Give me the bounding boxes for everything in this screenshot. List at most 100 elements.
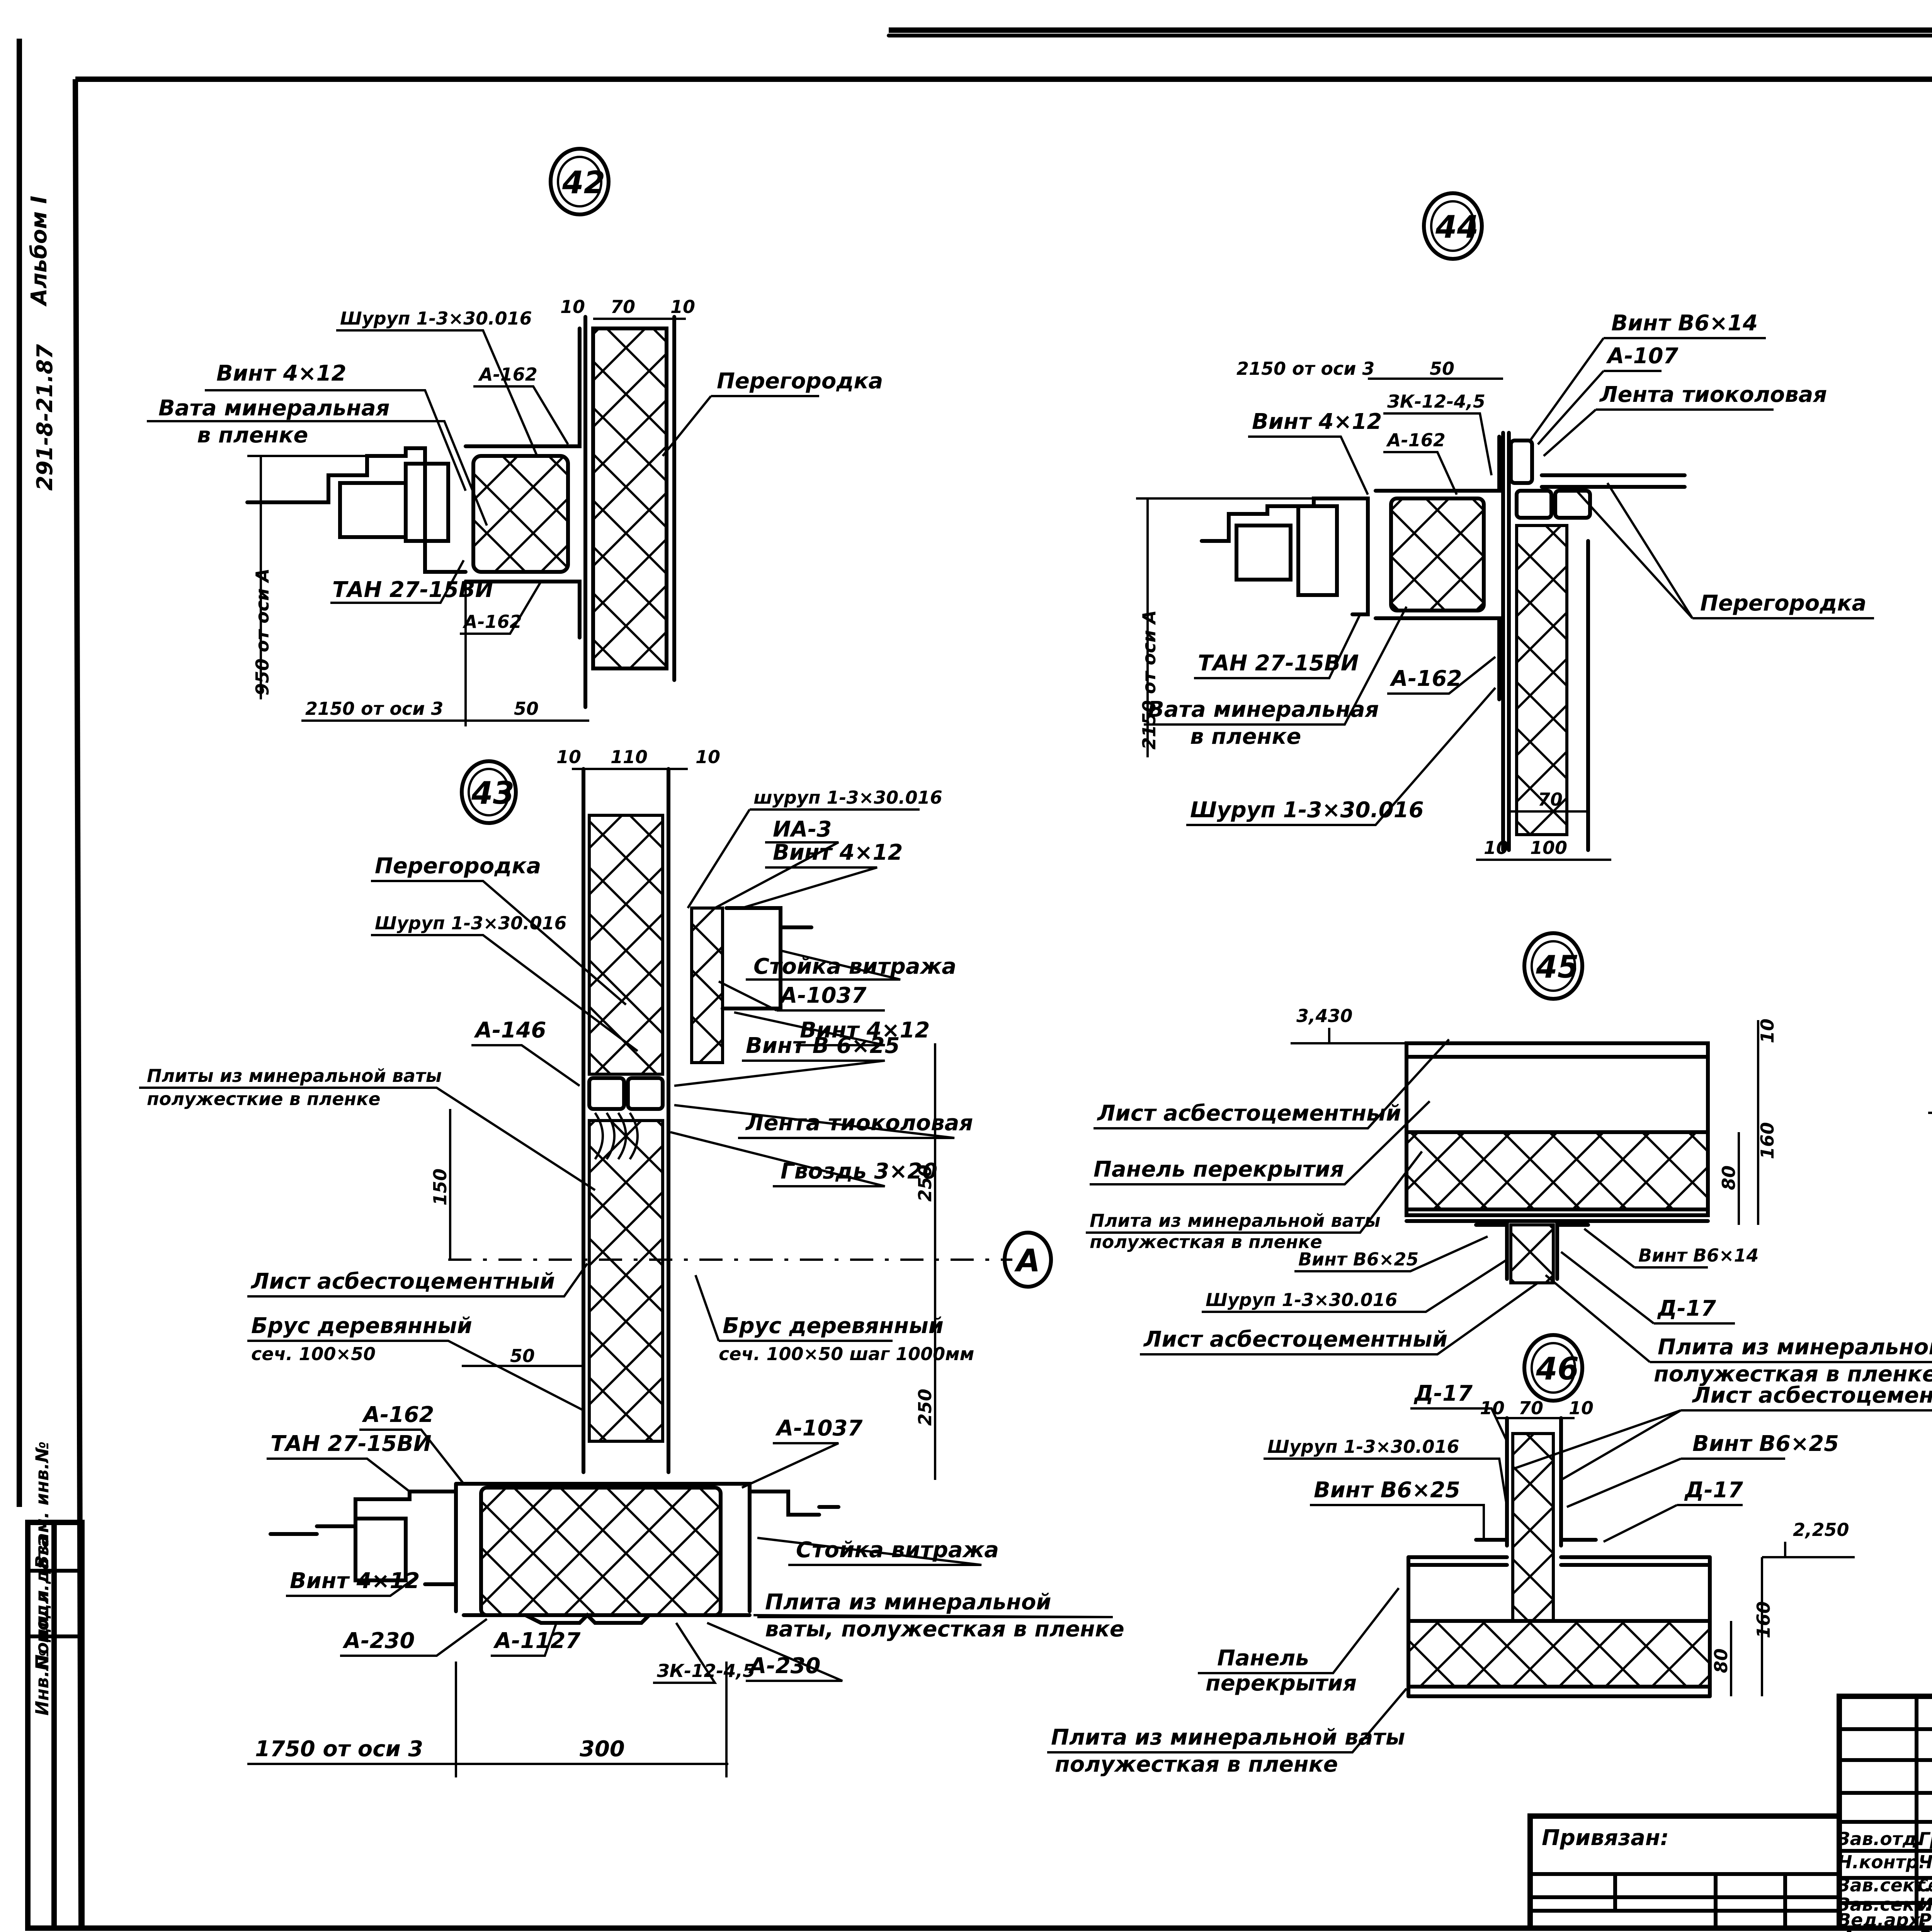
label: А-162 <box>1386 430 1446 451</box>
label: Вата минеральная <box>158 396 390 421</box>
signer-name: Рудак <box>1918 1927 1932 1932</box>
dim: 10 <box>556 747 581 767</box>
role: Зав.сект. <box>1837 1875 1932 1896</box>
label: А-162 <box>463 611 522 632</box>
label: Шуруп 1-3×30.016 <box>1267 1436 1459 1457</box>
label: А-230 <box>342 1628 415 1653</box>
label: А-162 <box>478 364 537 385</box>
dim: 10 <box>1757 1019 1778 1043</box>
node-46-marker: 46 <box>1536 1351 1579 1387</box>
label: Стойка витража <box>753 954 956 979</box>
label: Лист асбестоцементный <box>250 1269 555 1294</box>
dim: 50 <box>510 1345 535 1366</box>
dim: 2150 от оси 3 <box>305 698 443 719</box>
node-44: 44 2150 от оси 3 50 2150 от оси А 70 10 … <box>1136 191 1874 861</box>
dim: 160 <box>1753 1601 1774 1638</box>
node-48: 48 0,000 Перегородка А-029 В6×14 А-029 <box>1928 1112 1932 1114</box>
dim: 80 <box>1711 1648 1731 1673</box>
label: Винт В6×25 <box>1692 1431 1839 1456</box>
label: А-230 <box>748 1653 820 1679</box>
label: Винт В6×14 <box>1611 311 1758 336</box>
signer-name: Розина <box>1918 1910 1932 1930</box>
label: Винт 4×12 <box>773 840 903 865</box>
label: Лента тиоколовая <box>1599 382 1827 407</box>
label: Лист асбестоцементный <box>1143 1327 1447 1352</box>
label: ТАН 27-15ВИ <box>332 577 493 602</box>
node-45: 45 3,430 10 80 160 Лист асбестоцементный… <box>1086 931 1932 1387</box>
node-46: 46 10 70 10 80 160 2,250 Д-17 Лист асбес… <box>1047 1333 1932 1777</box>
node-43: 43 А 10 110 10 150 250 250 50 <box>139 747 1124 1777</box>
dim: 300 <box>580 1736 625 1762</box>
left-stamp: Взам. инв.№ Подп. и дата Инв.№ подл. <box>25 1441 85 1931</box>
dim: 2150 от оси А <box>1139 610 1160 750</box>
label: полужесткая в пленке <box>1654 1362 1932 1387</box>
label: Гвоздь 3×20 <box>781 1159 937 1184</box>
dim: 160 <box>1757 1122 1778 1159</box>
label: Д-17 <box>1684 1478 1743 1503</box>
label: Винт 4×12 <box>800 1018 930 1043</box>
label: Лента тиоколовая <box>745 1111 973 1136</box>
label: ИА-3 <box>773 817 832 842</box>
label: Панель <box>1217 1646 1309 1671</box>
dim: 250 <box>915 1165 935 1202</box>
signer-name: Чиркова <box>1918 1852 1932 1872</box>
node-42: 42 10 70 10 950 от оси А 2150 от оси 3 5… <box>147 147 883 726</box>
dim: 100 <box>1530 837 1567 858</box>
label: Плиты из минеральной ваты <box>147 1065 442 1086</box>
dim: 70 <box>1538 789 1563 810</box>
label: Перегородка <box>717 369 883 394</box>
label: Плита из минеральной ваты <box>1090 1210 1381 1231</box>
stamp-cell-replace: Взам. инв.№ <box>32 1441 53 1569</box>
label: Плита из минеральной ваты <box>1658 1335 1932 1360</box>
label: Стойка витража <box>796 1537 999 1563</box>
side-stamp-code: 291-8-21.87 <box>32 344 58 491</box>
signer-name: Семириченко <box>1918 1875 1932 1896</box>
label: Лист асбестоцементный <box>1097 1101 1401 1126</box>
role: Арх. <box>1840 1927 1886 1932</box>
label: Винт 4×12 <box>1252 409 1382 434</box>
role: Зав.сект. <box>1837 1894 1932 1915</box>
label: А-146 <box>474 1018 546 1043</box>
bound-label: Привязан: <box>1542 1825 1669 1850</box>
label: Винт В6×25 <box>1298 1249 1418 1270</box>
dim: 150 <box>430 1168 451 1206</box>
label: ТАН 27-15ВИ <box>1198 651 1359 676</box>
label: Перегородка <box>375 854 541 879</box>
role: Вед.арх. <box>1837 1910 1927 1930</box>
dim: 10 <box>1569 1398 1594 1418</box>
signer-name: Искоскова <box>1918 1894 1932 1915</box>
label: Плита из минеральной ваты <box>1051 1725 1405 1750</box>
label: Перегородка <box>1700 591 1866 616</box>
signer-name: Грибова <box>1918 1828 1932 1849</box>
label: шуруп 1-3×30.016 <box>753 787 942 808</box>
label: ТАН 27-15ВИ <box>270 1431 432 1456</box>
label: Плита из минеральной <box>765 1590 1051 1615</box>
node-45-marker: 45 <box>1536 949 1579 985</box>
label: ЗК-12-4,5 <box>1387 391 1485 412</box>
label: Винт В6×14 <box>1638 1245 1759 1266</box>
label: Шуруп 1-3×30.016 <box>340 308 532 329</box>
label: Вата минеральная <box>1148 697 1379 722</box>
label: Винт 4×12 <box>290 1568 420 1594</box>
label: 3,430 <box>1296 1005 1353 1026</box>
node-42-marker: 42 <box>562 165 605 201</box>
label: А-162 <box>1389 666 1462 691</box>
label: А-1037 <box>775 1416 862 1441</box>
label: Шуруп 1-3×30.016 <box>1206 1289 1398 1310</box>
label: Д-17 <box>1413 1381 1473 1406</box>
dim: 70 <box>611 296 635 317</box>
stamp-cell-inv: Инв.№ подл. <box>32 1584 53 1716</box>
dim: 50 <box>514 698 539 719</box>
axis-a-marker: А <box>1014 1243 1040 1279</box>
label: Брус деревянный <box>723 1313 944 1338</box>
label: полужесткая в пленке <box>1055 1752 1338 1777</box>
label: Винт 4×12 <box>216 361 346 386</box>
node-44-marker: 44 <box>1435 209 1478 245</box>
label: полужесткая в пленке <box>1090 1231 1322 1252</box>
dim: 10 <box>670 296 695 317</box>
node-43-marker: 43 <box>471 775 514 811</box>
dim: 50 <box>1430 358 1454 379</box>
label: А-162 <box>362 1402 434 1427</box>
dim: 2150 от оси 3 <box>1236 358 1374 379</box>
dim: 10 <box>1484 837 1509 858</box>
